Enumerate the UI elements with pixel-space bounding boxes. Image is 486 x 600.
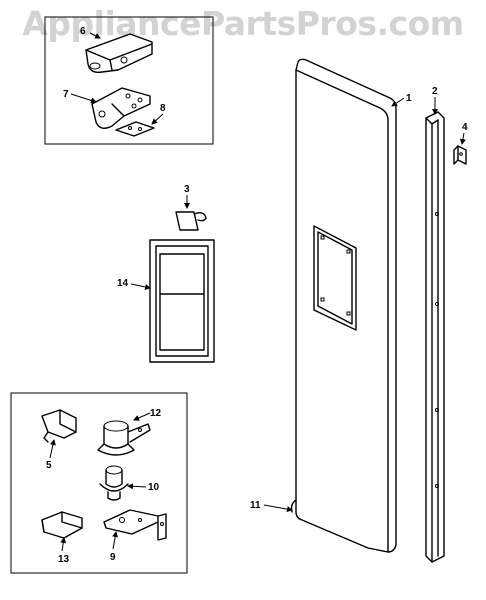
part-7-hinge[interactable] [91, 87, 151, 129]
callout-9: 9 [110, 552, 116, 563]
callout-7: 7 [63, 89, 69, 100]
callout-6: 6 [80, 26, 86, 37]
part-10-hinge-cam[interactable] [99, 465, 129, 501]
callout-11: 11 [250, 500, 261, 511]
callout-14: 14 [117, 278, 129, 289]
lower-hinge-box: 5 12 10 13 [10, 392, 188, 574]
part-1-door-panel[interactable] [290, 58, 397, 553]
part-2-trim-strip[interactable] [425, 111, 445, 563]
callout-12: 12 [150, 408, 162, 419]
upper-hinge-frame [44, 16, 214, 145]
callout-2: 2 [432, 86, 438, 97]
upper-hinge-box: 6 7 8 [44, 16, 214, 145]
callout-13: 13 [58, 554, 70, 565]
callout-3: 3 [184, 184, 190, 195]
callout-4: 4 [462, 122, 468, 133]
callout-5: 5 [46, 460, 52, 471]
callout-10: 10 [148, 482, 160, 493]
part-8-shim[interactable] [115, 121, 155, 137]
part-14-dispenser-frame[interactable] [149, 239, 215, 363]
part-6-hinge-cover[interactable] [85, 33, 153, 74]
part-12-hinge-pin[interactable] [97, 420, 151, 456]
part-13-bracket-cover[interactable] [41, 511, 83, 539]
part-3-clip[interactable] [175, 211, 207, 231]
callout-8: 8 [160, 103, 166, 114]
callout-1: 1 [406, 93, 412, 104]
part-5-bracket[interactable] [41, 409, 77, 443]
part-4-bracket[interactable] [453, 145, 467, 165]
part-9-hinge-plate[interactable] [103, 509, 167, 541]
lower-hinge-frame [10, 392, 188, 574]
